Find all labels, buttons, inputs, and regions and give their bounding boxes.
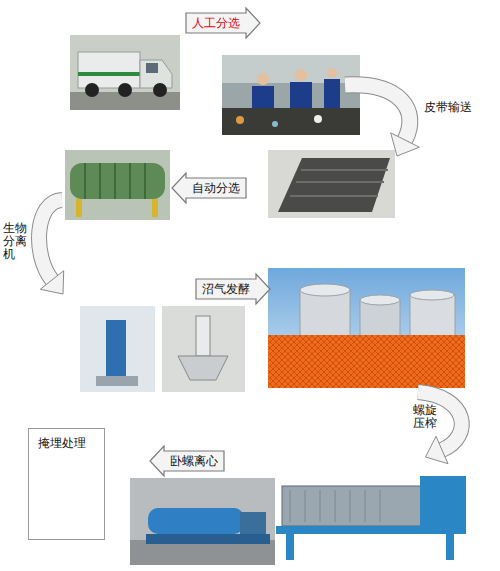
drum — [70, 163, 165, 199]
decanter-drum — [148, 508, 244, 534]
press-head — [420, 476, 466, 530]
sorting-conveyor — [222, 108, 360, 135]
separator-photo — [80, 306, 155, 392]
arrow-band — [345, 85, 410, 140]
arrow-band — [345, 85, 410, 140]
press-leg — [446, 534, 454, 560]
block-arrow: 人工分选 — [186, 8, 260, 38]
drum-photo — [65, 150, 170, 220]
belt — [278, 158, 390, 212]
separator-machine — [106, 320, 126, 378]
press-mesh — [290, 490, 380, 522]
truck-window — [146, 63, 158, 73]
arrow-band — [39, 200, 62, 280]
drum-leg — [76, 199, 82, 217]
biogas-photo — [268, 268, 465, 388]
step-label: 螺旋压榨 — [413, 404, 437, 430]
block-arrow: 沼气发酵 — [196, 274, 270, 304]
sorting-photo — [222, 55, 360, 135]
arrow-head — [426, 436, 449, 463]
separator-photo — [162, 306, 245, 392]
process-box: 掩埋处理 — [28, 428, 105, 540]
drum-ribs — [85, 163, 145, 199]
worker-head — [327, 68, 337, 78]
belt-photo — [268, 150, 395, 218]
press-leg — [286, 534, 294, 560]
sorting-wall — [222, 55, 360, 83]
box-border — [29, 429, 105, 540]
node-text: 沼气发酵 — [202, 282, 250, 296]
decanter-base — [146, 534, 270, 544]
node-text: 掩埋处理 — [38, 436, 86, 450]
separator-cone — [178, 356, 228, 380]
step-label: 生物分离机 — [3, 222, 27, 262]
block-arrow: 自动分选 — [172, 173, 246, 203]
step-label: 皮带输送 — [424, 100, 472, 114]
worker-head — [257, 73, 269, 85]
press-body — [282, 486, 432, 526]
node-text: 卧螺离心 — [170, 454, 218, 468]
arrow-shape — [172, 173, 246, 203]
belt-ribs — [290, 170, 388, 196]
arrow-shape — [196, 274, 270, 304]
arrow-head — [391, 133, 420, 156]
arrow-band — [39, 200, 62, 280]
waste-item — [314, 115, 322, 123]
truck-cab — [140, 60, 172, 88]
truck-wheel — [153, 83, 167, 97]
curved-arrow — [39, 200, 64, 294]
waste-item — [236, 116, 244, 124]
truck-wheel — [118, 83, 132, 97]
decanter-photo — [130, 478, 275, 565]
drum-leg — [152, 199, 158, 217]
truck-photo — [70, 35, 180, 110]
fence-mesh — [268, 335, 465, 388]
truck-wheel — [85, 83, 99, 97]
waste-item — [272, 121, 278, 127]
node-text: 人工分选 — [192, 16, 240, 30]
arrow-shape — [150, 446, 224, 476]
worker — [290, 82, 312, 112]
worker — [324, 79, 340, 109]
arrow-shape — [186, 8, 260, 38]
tank-top — [410, 290, 454, 300]
tank-top — [360, 295, 400, 305]
separator-machine — [196, 316, 210, 356]
truck-stripe — [78, 72, 140, 76]
curved-arrow — [345, 85, 419, 156]
block-arrow: 卧螺离心 — [150, 446, 224, 476]
tank-top — [300, 284, 350, 296]
press-frame — [276, 526, 466, 534]
fence — [268, 335, 465, 388]
worker-head — [295, 69, 307, 81]
arrow-head — [40, 271, 63, 294]
decanter-motor — [240, 512, 266, 534]
truck-body — [78, 52, 140, 88]
node-text: 自动分选 — [192, 181, 240, 195]
separator-base — [96, 376, 138, 386]
